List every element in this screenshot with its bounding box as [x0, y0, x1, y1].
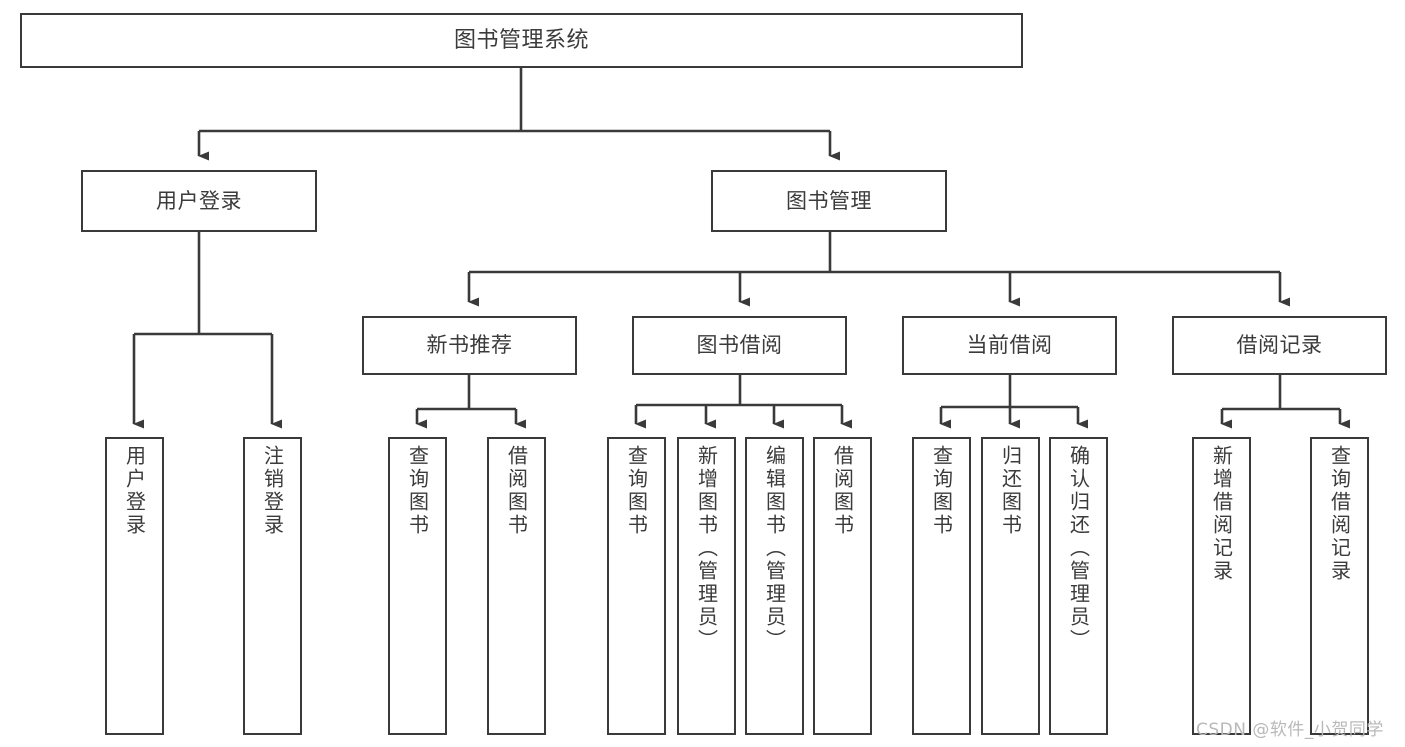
- node-current-borrow-label: 当前借阅: [966, 333, 1053, 358]
- node-root-label: 图书管理系统: [453, 27, 589, 53]
- node-new-book-rec[interactable]: 新书推荐: [362, 316, 577, 375]
- node-current-borrow[interactable]: 当前借阅: [902, 316, 1117, 375]
- node-leaf-confirm-return-label: 确认归还（管理员）: [1066, 445, 1091, 652]
- node-user-login-label: 用户登录: [156, 188, 242, 213]
- node-leaf-borrow-book-2[interactable]: 借阅图书: [813, 437, 872, 735]
- node-borrow-record[interactable]: 借阅记录: [1172, 316, 1387, 375]
- node-book-borrow-label: 图书借阅: [696, 333, 783, 358]
- node-leaf-edit-book[interactable]: 编辑图书（管理员）: [745, 437, 804, 735]
- node-leaf-confirm-return[interactable]: 确认归还（管理员）: [1049, 437, 1108, 735]
- node-user-login[interactable]: 用户登录: [81, 170, 317, 232]
- node-book-manage[interactable]: 图书管理: [711, 170, 947, 232]
- node-leaf-user-logout-label: 注销登录: [260, 445, 285, 537]
- node-leaf-return-book-label: 归还图书: [998, 445, 1023, 537]
- node-leaf-query-book-1-label: 查询图书: [405, 445, 430, 537]
- watermark-text: CSDN @软件_小贺同学: [1196, 720, 1384, 740]
- node-leaf-query-record-label: 查询借阅记录: [1327, 445, 1352, 583]
- node-borrow-record-label: 借阅记录: [1236, 333, 1323, 358]
- node-book-borrow[interactable]: 图书借阅: [632, 316, 847, 375]
- node-root[interactable]: 图书管理系统: [20, 13, 1023, 68]
- node-leaf-user-login-label: 用户登录: [122, 445, 147, 537]
- node-leaf-borrow-book-2-label: 借阅图书: [830, 445, 855, 537]
- node-leaf-borrow-book-1-label: 借阅图书: [504, 445, 529, 537]
- node-new-book-rec-label: 新书推荐: [426, 333, 513, 358]
- node-leaf-query-record[interactable]: 查询借阅记录: [1310, 437, 1369, 735]
- node-leaf-query-book-2-label: 查询图书: [624, 445, 649, 537]
- node-leaf-user-logout[interactable]: 注销登录: [243, 437, 302, 735]
- node-leaf-edit-book-label: 编辑图书（管理员）: [762, 445, 787, 652]
- node-leaf-user-login[interactable]: 用户登录: [105, 437, 164, 735]
- node-leaf-add-book[interactable]: 新增图书（管理员）: [677, 437, 736, 735]
- node-book-manage-label: 图书管理: [786, 188, 872, 213]
- node-leaf-add-record-label: 新增借阅记录: [1209, 445, 1234, 583]
- node-leaf-query-book-3-label: 查询图书: [929, 445, 954, 537]
- node-leaf-query-book-3[interactable]: 查询图书: [912, 437, 971, 735]
- node-leaf-borrow-book-1[interactable]: 借阅图书: [487, 437, 546, 735]
- node-leaf-return-book[interactable]: 归还图书: [981, 437, 1040, 735]
- node-leaf-add-book-label: 新增图书（管理员）: [694, 445, 719, 652]
- node-leaf-query-book-1[interactable]: 查询图书: [388, 437, 447, 735]
- node-leaf-add-record[interactable]: 新增借阅记录: [1192, 437, 1251, 735]
- node-leaf-query-book-2[interactable]: 查询图书: [607, 437, 666, 735]
